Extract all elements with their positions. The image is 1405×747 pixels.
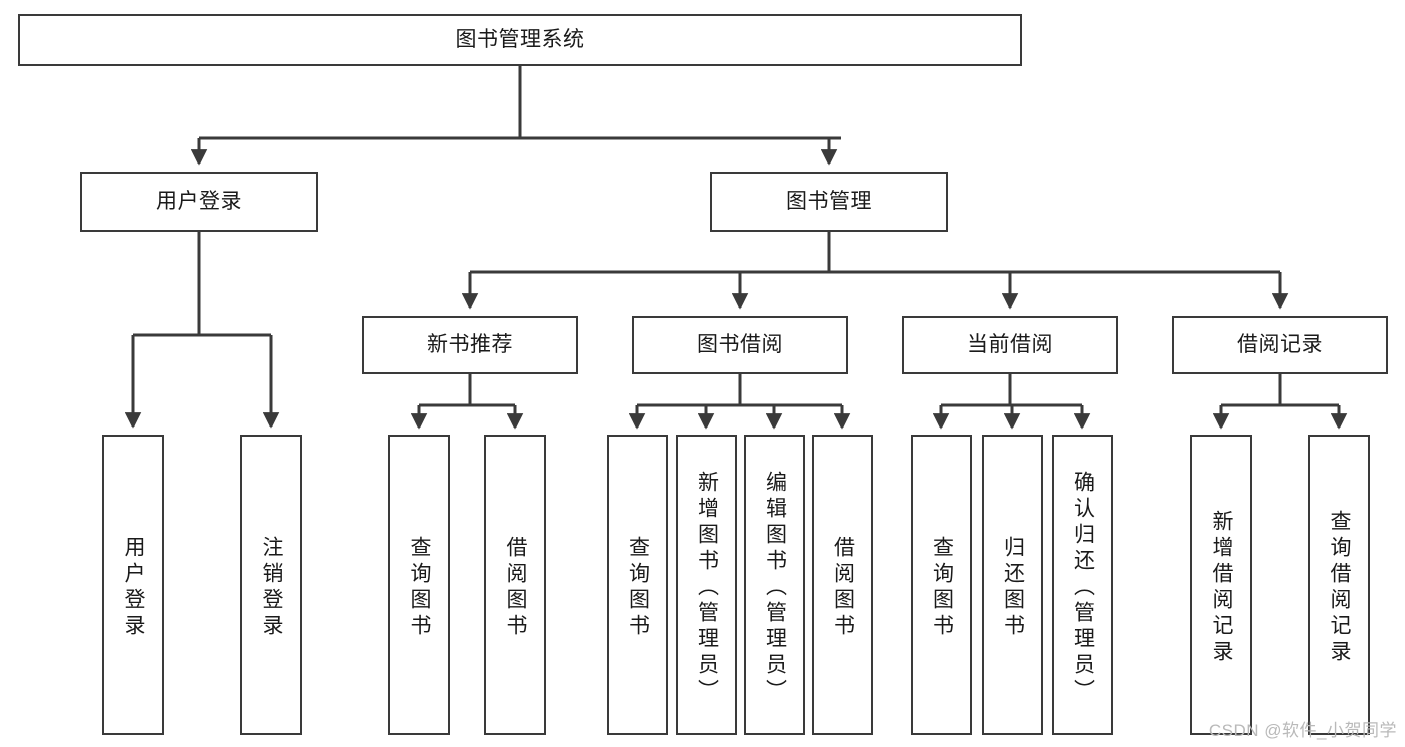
node-new-book-recommend-label: 新书推荐 [427, 332, 513, 356]
node-leaf-query-book-borrow-label: 查询图书 [626, 536, 650, 640]
node-leaf-query-book-cur-label: 查询图书 [930, 536, 954, 640]
csdn-watermark: CSDN @软件_小贺同学 [1208, 721, 1397, 740]
node-leaf-query-book-rec-label: 查询图书 [408, 536, 432, 640]
node-user-login[interactable]: 用户登录 [80, 172, 318, 232]
node-leaf-edit-book[interactable]: 编辑图书（管理员） [744, 435, 805, 735]
node-leaf-confirm-return-label: 确认归还（管理员） [1071, 471, 1095, 705]
node-user-login-label: 用户登录 [156, 189, 242, 213]
node-leaf-user-login-label: 用户登录 [122, 536, 146, 640]
node-borrow-record-label: 借阅记录 [1237, 332, 1323, 356]
node-leaf-query-book-rec[interactable]: 查询图书 [388, 435, 450, 735]
node-root-label: 图书管理系统 [455, 27, 585, 51]
node-leaf-add-record-label: 新增借阅记录 [1210, 510, 1234, 666]
node-leaf-user-login[interactable]: 用户登录 [102, 435, 164, 735]
node-leaf-add-book[interactable]: 新增图书（管理员） [676, 435, 737, 735]
node-borrow-record[interactable]: 借阅记录 [1172, 316, 1388, 374]
node-leaf-query-book-cur[interactable]: 查询图书 [911, 435, 972, 735]
node-book-manage[interactable]: 图书管理 [710, 172, 948, 232]
node-leaf-user-logout-label: 注销登录 [260, 536, 284, 640]
node-leaf-user-logout[interactable]: 注销登录 [240, 435, 302, 735]
node-leaf-edit-book-label: 编辑图书（管理员） [763, 471, 787, 705]
node-leaf-borrow-book-label: 借阅图书 [831, 536, 855, 640]
node-book-borrow[interactable]: 图书借阅 [632, 316, 848, 374]
node-current-borrow-label: 当前借阅 [967, 332, 1053, 356]
node-leaf-query-book-borrow[interactable]: 查询图书 [607, 435, 668, 735]
node-leaf-borrow-book-rec[interactable]: 借阅图书 [484, 435, 546, 735]
node-leaf-add-book-label: 新增图书（管理员） [695, 471, 719, 705]
node-leaf-query-record[interactable]: 查询借阅记录 [1308, 435, 1370, 735]
node-leaf-return-book-label: 归还图书 [1001, 536, 1025, 640]
node-leaf-add-record[interactable]: 新增借阅记录 [1190, 435, 1252, 735]
node-current-borrow[interactable]: 当前借阅 [902, 316, 1118, 374]
node-root[interactable]: 图书管理系统 [18, 14, 1022, 66]
node-book-manage-label: 图书管理 [786, 189, 872, 213]
node-book-borrow-label: 图书借阅 [697, 332, 783, 356]
node-leaf-return-book[interactable]: 归还图书 [982, 435, 1043, 735]
node-new-book-recommend[interactable]: 新书推荐 [362, 316, 578, 374]
node-leaf-confirm-return[interactable]: 确认归还（管理员） [1052, 435, 1113, 735]
node-leaf-borrow-book[interactable]: 借阅图书 [812, 435, 873, 735]
node-leaf-borrow-book-rec-label: 借阅图书 [504, 536, 528, 640]
node-leaf-query-record-label: 查询借阅记录 [1328, 510, 1352, 666]
